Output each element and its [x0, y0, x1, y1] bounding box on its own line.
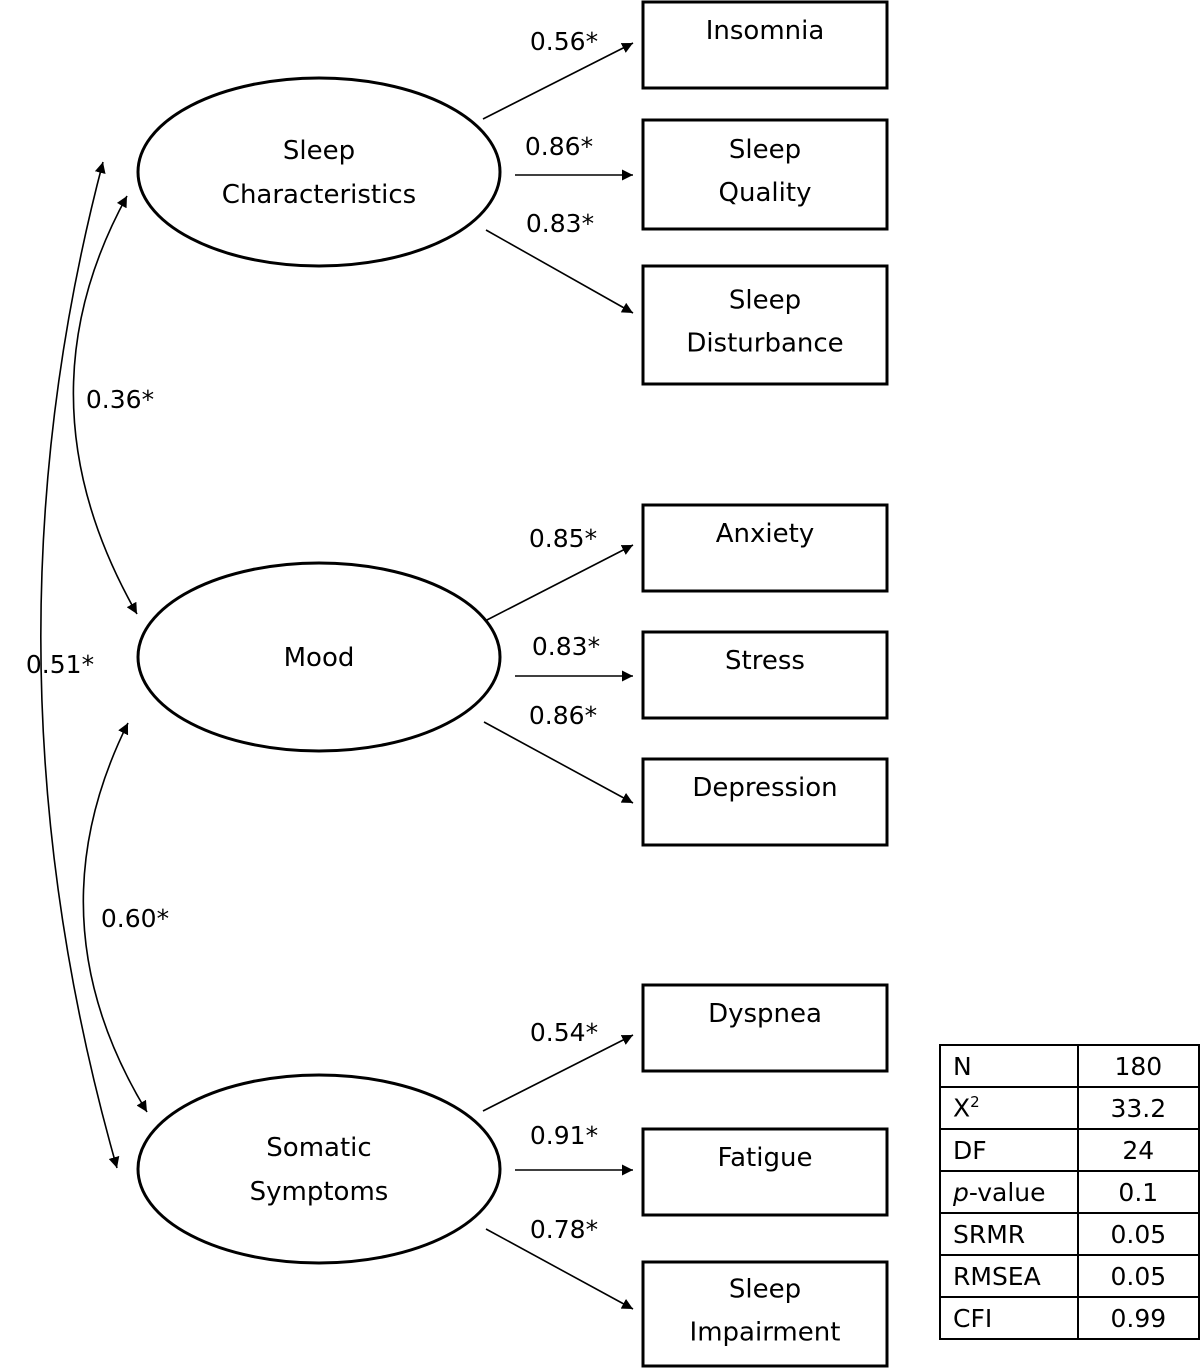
factor-ellipse: [136, 76, 502, 268]
indicator-label-line: Sleep: [729, 1275, 801, 1305]
loading-label-stress: 0.83*: [532, 632, 600, 661]
indicator-fatigue: Fatigue: [641, 1127, 889, 1217]
indicator-label-line: Anxiety: [716, 519, 814, 549]
indicator-box: [641, 983, 889, 1073]
factor-ellipse: [136, 1073, 502, 1265]
indicator-label-line: Stress: [725, 646, 805, 676]
loading-label-sleep-quality: 0.86*: [525, 132, 593, 161]
fit-key: CFI: [939, 1296, 1079, 1340]
indicator-label: Fatigue: [718, 1143, 813, 1173]
indicator-anxiety: Anxiety: [641, 503, 889, 593]
indicator-insomnia: Insomnia: [641, 0, 889, 90]
indicator-box: [641, 0, 889, 90]
factor-label-line: Mood: [284, 643, 355, 673]
indicator-label-line: Dyspnea: [708, 999, 822, 1029]
loading-arrow-depression: [483, 721, 634, 804]
indicator-box: [641, 503, 889, 593]
loading-arrow-insomnia: [482, 42, 634, 120]
fit-value: 0.1: [1076, 1170, 1200, 1214]
loading-label-dyspnea: 0.54*: [530, 1018, 598, 1047]
correlation-mood-somatic-label: 0.60*: [101, 904, 169, 933]
fit-value: 0.05: [1076, 1212, 1200, 1256]
indicator-label-line: Sleep: [729, 286, 801, 316]
loading-label-fatigue: 0.91*: [530, 1121, 598, 1150]
indicator-box: [641, 118, 889, 231]
loading-arrow-anxiety: [482, 544, 634, 623]
indicator-label: Anxiety: [716, 519, 814, 549]
indicator-box: [641, 264, 889, 386]
indicator-label: Stress: [725, 646, 805, 676]
fit-key: N: [939, 1044, 1079, 1088]
factor-label-line: Sleep: [283, 136, 355, 166]
loading-label-sleep-impairment: 0.78*: [530, 1215, 598, 1244]
indicator-label-line: Insomnia: [706, 16, 825, 46]
factor-mood: Mood: [136, 561, 502, 753]
indicator-box: [641, 630, 889, 720]
factor-label: Mood: [284, 643, 355, 673]
fit-value: 180: [1076, 1044, 1200, 1088]
fit-key: p-value: [939, 1170, 1079, 1214]
indicator-label-line: Quality: [719, 178, 812, 208]
indicator-label-line: Sleep: [729, 135, 801, 165]
indicator-stress: Stress: [641, 630, 889, 720]
indicator-label-line: Depression: [692, 773, 837, 803]
fit-value: 33.2: [1076, 1086, 1200, 1130]
loading-label-sleep-disturbance: 0.83*: [526, 209, 594, 238]
loading-label-insomnia: 0.56*: [530, 27, 598, 56]
fit-value: 0.99: [1076, 1296, 1200, 1340]
indicator-label: Dyspnea: [708, 999, 822, 1029]
correlation-sleep-somatic-label: 0.51*: [26, 650, 94, 679]
loading-arrow-dyspnea: [482, 1034, 634, 1112]
indicator-label-line: Disturbance: [686, 329, 843, 359]
indicator-label: Depression: [692, 773, 837, 803]
indicator-label-line: Impairment: [690, 1318, 841, 1348]
indicator-label-line: Fatigue: [718, 1143, 813, 1173]
indicator-dyspnea: Dyspnea: [641, 983, 889, 1073]
indicator-depression: Depression: [641, 757, 889, 847]
loading-arrow-sleep-disturbance: [485, 229, 634, 314]
loading-label-anxiety: 0.85*: [529, 524, 597, 553]
fit-key: RMSEA: [939, 1254, 1079, 1298]
fit-value: 0.05: [1076, 1254, 1200, 1298]
correlation-sleep-mood-label: 0.36*: [86, 385, 154, 414]
factor-ellipse: [136, 561, 502, 753]
fit-key: X2: [939, 1086, 1079, 1130]
edges-layer: [40, 42, 634, 1310]
labels-layer: 0.56* 0.86* 0.83* 0.85* 0.83* 0.86* 0.54* 0.91*…: [26, 27, 600, 1244]
loading-arrow-sleep-impairment: [485, 1228, 634, 1310]
factor-label-line: Symptoms: [250, 1177, 389, 1207]
factor-label-line: Somatic: [266, 1133, 371, 1163]
fit-key: DF: [939, 1128, 1079, 1172]
loading-label-depression: 0.86*: [529, 701, 597, 730]
indicator-label: Insomnia: [706, 16, 825, 46]
indicator-box: [641, 1127, 889, 1217]
indicator-box: [641, 757, 889, 847]
correlation-sleep-somatic-arrow: [40, 161, 120, 1169]
fit-key: SRMR: [939, 1212, 1079, 1256]
fit-value: 24: [1076, 1128, 1200, 1172]
factor-label-line: Characteristics: [222, 180, 416, 210]
indicator-box: [641, 1260, 889, 1368]
